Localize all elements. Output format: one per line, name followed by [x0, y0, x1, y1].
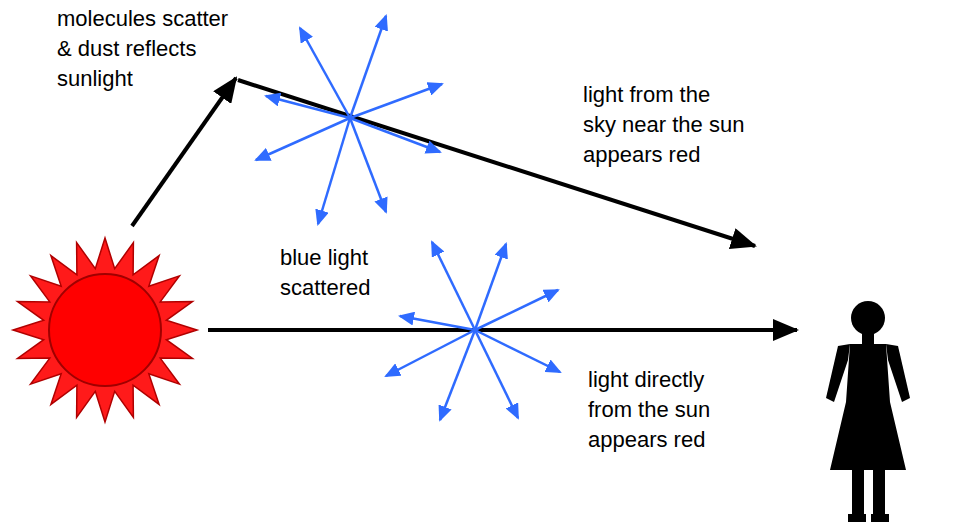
- sky-light-arrow: [238, 80, 755, 246]
- scatter-ray: [350, 118, 440, 152]
- annotation-label: blue light scattered: [280, 243, 400, 303]
- direct-light-arrow: [208, 328, 797, 332]
- scatter-ray: [300, 28, 350, 118]
- observer-foot: [848, 514, 866, 522]
- scatter-ray: [266, 96, 350, 118]
- scatter-ray: [256, 118, 350, 160]
- sunlight-up-arrow: [132, 78, 236, 226]
- scatter-ray: [400, 316, 475, 330]
- blue-scatter-lower: [386, 242, 560, 420]
- sun: [13, 238, 197, 422]
- scatter-ray: [350, 84, 442, 118]
- observer-neck: [862, 332, 874, 344]
- scatter-ray: [350, 118, 386, 212]
- annotation-label: light directly from the sun appears red: [588, 365, 748, 455]
- scatter-ray: [318, 118, 350, 224]
- observer-figure: [826, 301, 910, 522]
- annotation-label: light from the sky near the sun appears …: [583, 80, 748, 170]
- scatter-ray: [475, 290, 558, 330]
- scatter-ray: [432, 242, 475, 330]
- blue-scatter-upper: [256, 16, 442, 224]
- scatter-ray: [475, 330, 560, 372]
- annotation-label: molecules scatter & dust reflects sunlig…: [57, 4, 242, 94]
- observer-arm: [886, 344, 910, 402]
- scatter-ray: [475, 330, 518, 418]
- scatter-ray: [386, 330, 475, 376]
- scatter-ray: [440, 330, 475, 420]
- observer-leg: [852, 468, 864, 518]
- observer-leg: [873, 468, 885, 518]
- sun-rays: [13, 238, 197, 422]
- observer-head: [851, 301, 885, 335]
- light-paths: [132, 78, 797, 330]
- sun-disc: [49, 274, 161, 386]
- scatter-ray: [350, 16, 386, 118]
- observer-arm: [826, 344, 850, 402]
- observer-foot: [871, 514, 889, 522]
